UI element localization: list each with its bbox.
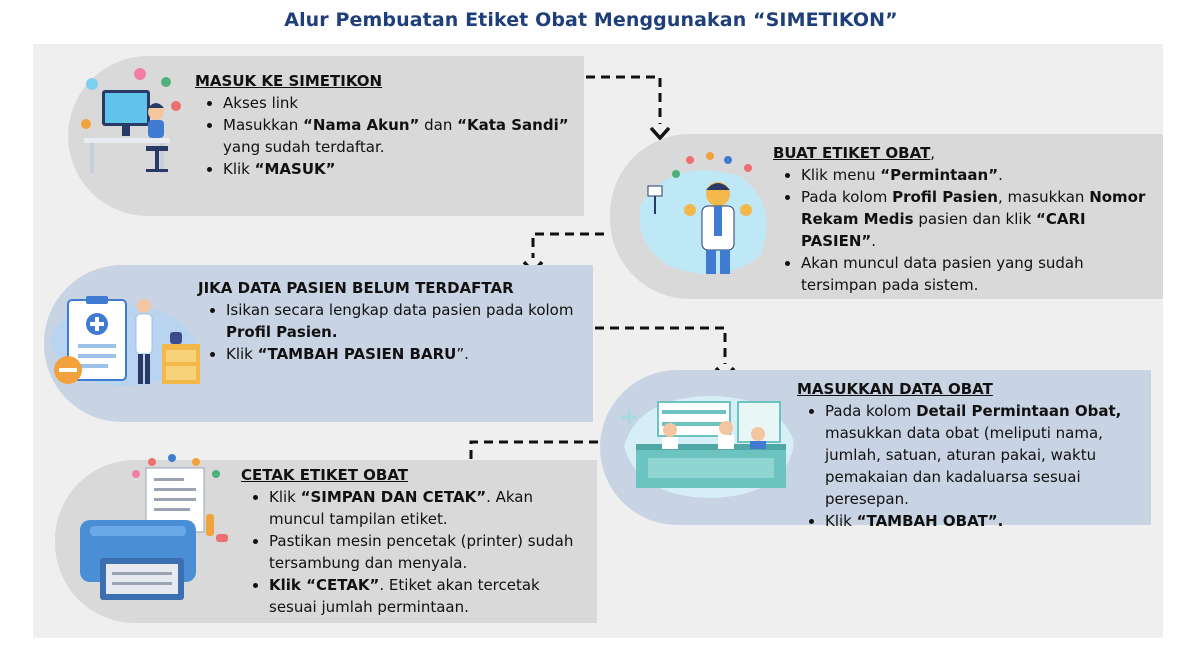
item-text: Klik <box>226 345 258 363</box>
item-text: Pada kolom <box>801 188 893 206</box>
arrowhead-1 <box>649 126 671 141</box>
item-bold: “Kata Sandi” <box>457 116 569 134</box>
item-text: Akan muncul data pasien yang sudah tersi… <box>801 254 1084 294</box>
step-text-new-patient: JIKA DATA PASIEN BELUM TERDAFTAR Isikan … <box>198 277 588 365</box>
step-heading-create-label: BUAT ETIKET OBAT <box>773 144 931 162</box>
item-bold: “TAMBAH PASIEN BARU <box>257 345 457 363</box>
list-item: Klik “TAMBAH OBAT”. <box>825 510 1149 532</box>
item-text: Akses link <box>223 94 299 112</box>
list-item: Akan muncul data pasien yang sudah tersi… <box>801 252 1153 296</box>
list-item: Pastikan mesin pencetak (printer) sudah … <box>269 530 591 574</box>
step-text-login: MASUK KE SIMETIKON Akses link Masukkan “… <box>195 70 580 180</box>
item-text: Klik <box>825 512 857 530</box>
item-text: dan <box>419 116 458 134</box>
computer-user-illustration <box>81 68 181 173</box>
connector-3 <box>595 326 727 364</box>
item-text: Klik menu <box>801 166 881 184</box>
item-bold: Profil Pasien. <box>226 323 338 341</box>
item-text: Masukkan <box>223 116 304 134</box>
connector-2 <box>531 232 604 258</box>
step-list-create-label: Klik menu “Permintaan”. Pada kolom Profi… <box>773 164 1153 296</box>
step-list-print-label: Klik “SIMPAN DAN CETAK”. Akan muncul tam… <box>241 486 591 618</box>
item-bold: Detail Permintaan Obat, <box>916 402 1122 420</box>
step-heading-medicine-data: MASUKKAN DATA OBAT <box>797 380 993 398</box>
item-bold: “Nama Akun” <box>303 116 420 134</box>
item-text: . <box>871 232 877 250</box>
item-bold: “SIMPAN DAN CETAK” <box>300 488 487 506</box>
list-item: Pada kolom Profil Pasien, masukkan Nomor… <box>801 186 1153 252</box>
page-title: Alur Pembuatan Etiket Obat Menggunakan “… <box>284 9 898 31</box>
item-text: , masukkan <box>997 188 1090 206</box>
item-text: Pastikan mesin pencetak (printer) sudah … <box>269 532 574 572</box>
item-text: ”. <box>456 345 469 363</box>
medical-record-illustration <box>50 296 200 386</box>
step-text-create-label: BUAT ETIKET OBAT, Klik menu “Permintaan”… <box>773 142 1153 296</box>
step-text-print-label: CETAK ETIKET OBAT Klik “SIMPAN DAN CETAK… <box>241 464 591 618</box>
list-item: Masukkan “Nama Akun” dan “Kata Sandi” ya… <box>223 114 580 158</box>
item-text: masukkan data obat (meliputi nama, jumla… <box>825 424 1103 508</box>
item-text: pasien dan klik <box>913 210 1037 228</box>
list-item: Akses link <box>223 92 580 114</box>
item-bold: “TAMBAH OBAT”. <box>856 512 1004 530</box>
list-item: Klik “TAMBAH PASIEN BARU”. <box>226 343 588 365</box>
item-text: yang sudah terdaftar. <box>223 138 385 156</box>
item-text: . Akan muncul tampilan etiket. <box>269 488 533 528</box>
connector-1 <box>586 75 662 124</box>
item-text: Klik <box>223 160 255 178</box>
step-heading-print-label: CETAK ETIKET OBAT <box>241 466 409 484</box>
step-list-login: Akses link Masukkan “Nama Akun” dan “Kat… <box>195 92 580 180</box>
item-bold: “MASUK” <box>254 160 336 178</box>
item-bold: Klik “CETAK” <box>269 576 380 594</box>
list-item: Klik “CETAK”. Etiket akan tercetak sesua… <box>269 574 591 618</box>
item-bold: Profil Pasien <box>892 188 998 206</box>
item-text: Isikan secara lengkap data pasien pada k… <box>226 301 574 319</box>
step-heading-login: MASUK KE SIMETIKON <box>195 72 383 90</box>
list-item: Isikan secara lengkap data pasien pada k… <box>226 299 588 343</box>
list-item: Klik “MASUK” <box>223 158 580 180</box>
pharmacy-counter-illustration <box>622 396 794 498</box>
step-text-medicine-data: MASUKKAN DATA OBAT Pada kolom Detail Per… <box>797 378 1149 532</box>
item-bold: Nomor Rekam Medis <box>801 188 1146 228</box>
item-text: Klik <box>269 488 301 506</box>
item-text: Pada kolom <box>825 402 917 420</box>
item-bold: “CARI PASIEN” <box>801 210 1086 250</box>
item-text: . Etiket akan tercetak sesuai jumlah per… <box>269 576 540 616</box>
item-text: . <box>998 166 1003 184</box>
list-item: Pada kolom Detail Permintaan Obat, masuk… <box>825 400 1149 510</box>
step-list-medicine-data: Pada kolom Detail Permintaan Obat, masuk… <box>797 400 1149 532</box>
list-item: Klik “SIMPAN DAN CETAK”. Akan muncul tam… <box>269 486 591 530</box>
list-item: Klik menu “Permintaan”. <box>801 164 1153 186</box>
heading-suffix: , <box>930 144 936 162</box>
item-bold: “Permintaan” <box>880 166 999 184</box>
step-heading-new-patient: JIKA DATA PASIEN BELUM TERDAFTAR <box>198 279 514 297</box>
step-list-new-patient: Isikan secara lengkap data pasien pada k… <box>198 299 588 365</box>
connector-4 <box>469 440 598 462</box>
pharmacist-illustration <box>639 152 767 274</box>
printer-illustration <box>80 454 228 600</box>
